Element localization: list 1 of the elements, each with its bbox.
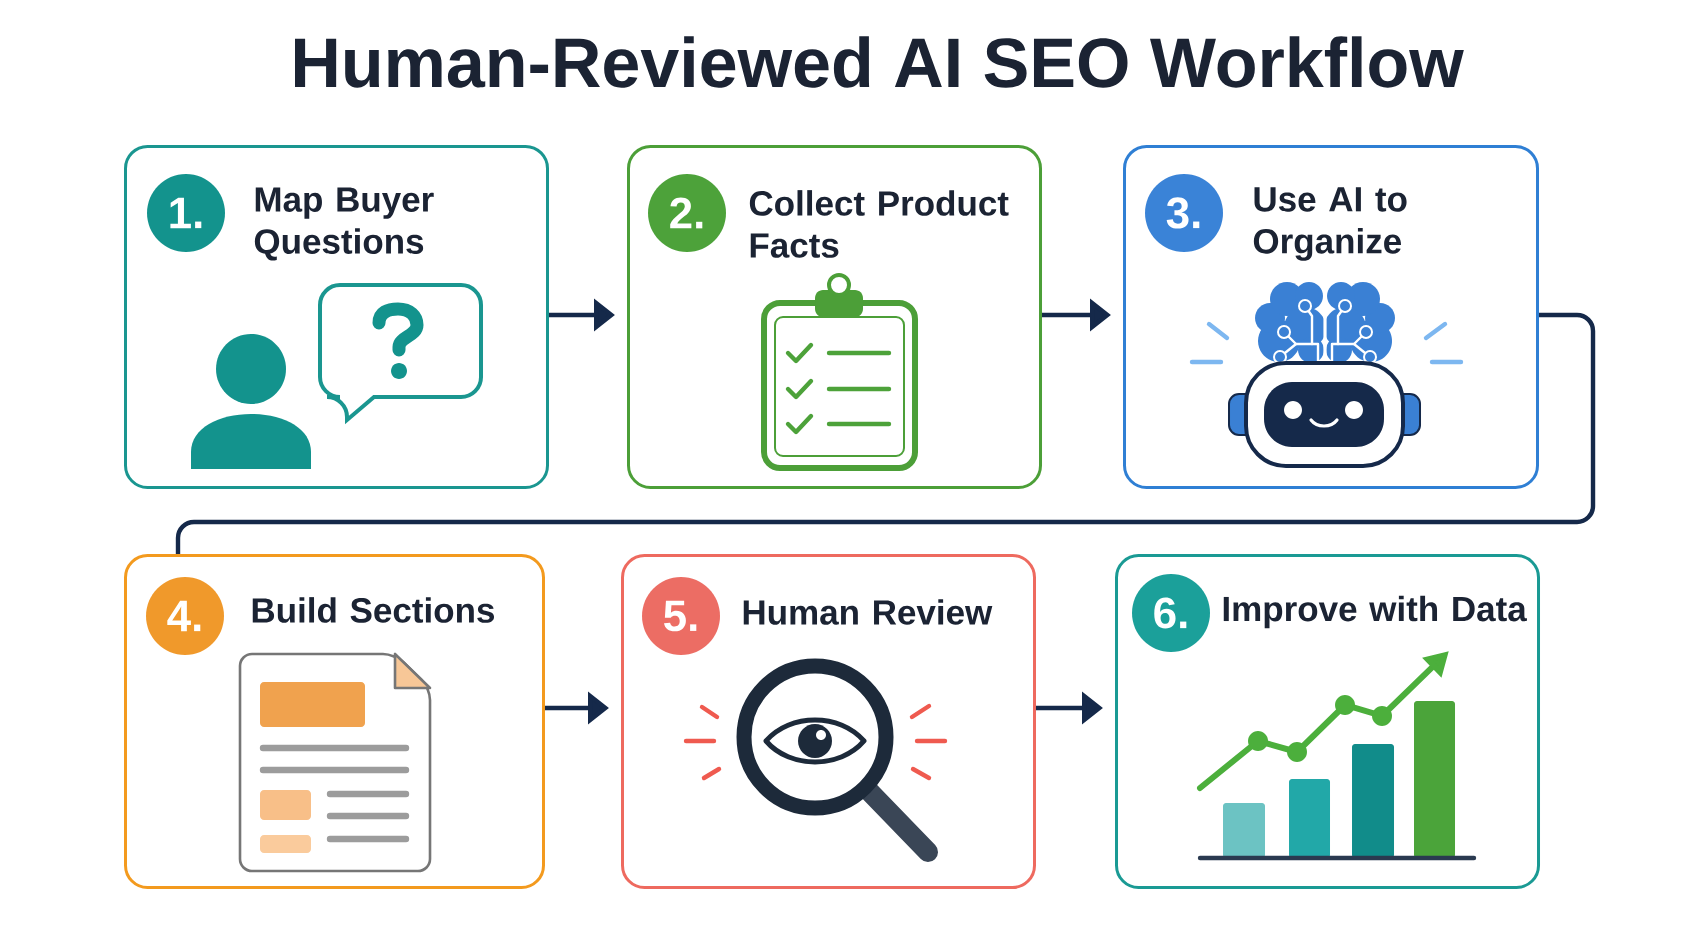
title: Human-Reviewed AI SEO Workflow	[295, 36, 1464, 88]
